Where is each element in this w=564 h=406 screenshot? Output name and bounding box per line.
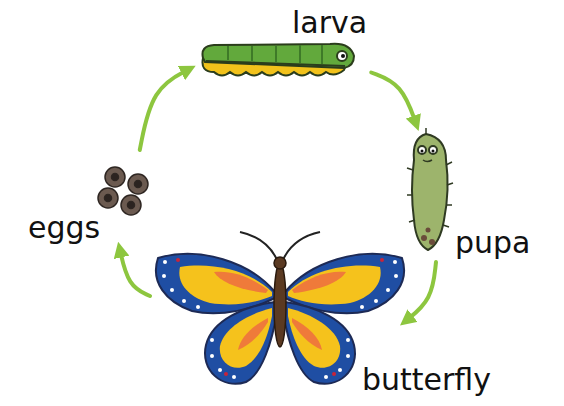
stage-label: butterfly xyxy=(362,365,491,395)
cycle-arrow xyxy=(140,69,190,150)
pupa-stage: pupa xyxy=(410,125,540,262)
cycle-arrow xyxy=(120,248,151,296)
eggs-stage: eggs xyxy=(25,150,160,248)
butterfly-stage: butterfly xyxy=(150,228,405,398)
cycle-arrow xyxy=(405,262,436,322)
pupa-drawing xyxy=(407,128,453,250)
larva-drawing xyxy=(202,44,354,76)
stage-label: larva xyxy=(292,8,367,38)
stage-label: eggs xyxy=(28,213,100,243)
eggs-drawing xyxy=(98,167,148,215)
stage-label: pupa xyxy=(455,228,530,258)
butterfly-drawing xyxy=(156,232,404,384)
larva-stage: larva xyxy=(190,5,371,80)
cycle-arrow xyxy=(371,73,416,126)
